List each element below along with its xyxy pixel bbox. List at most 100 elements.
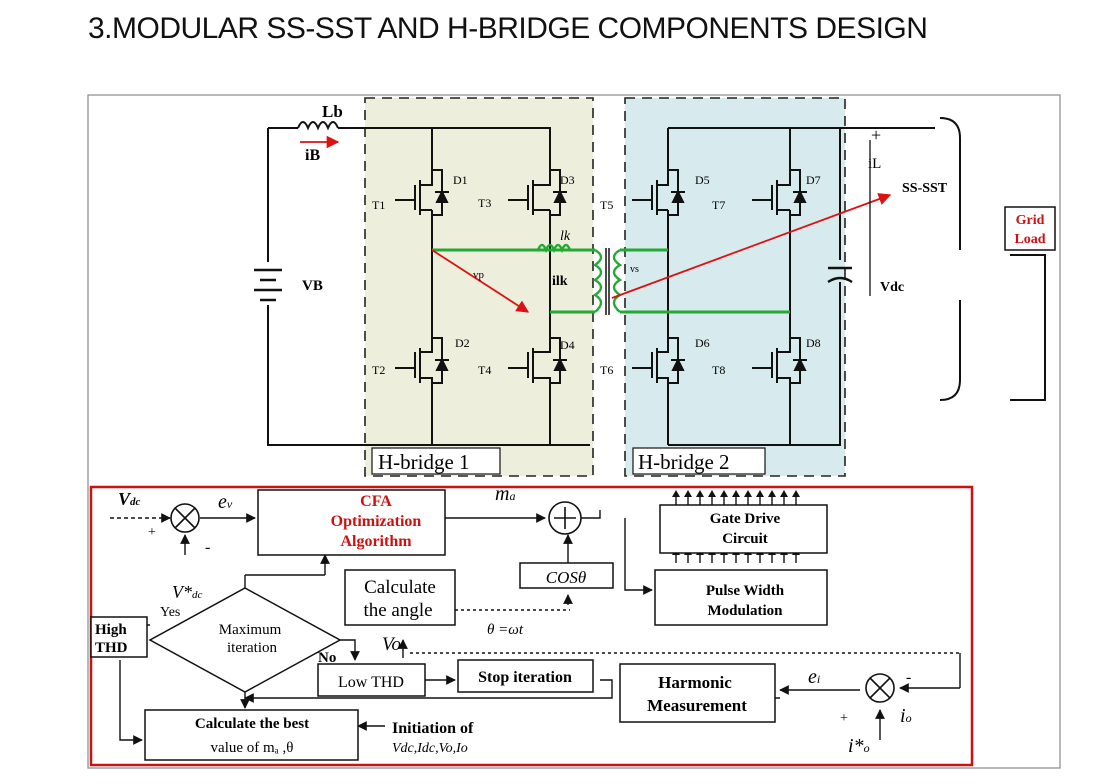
label-d2: D2 [455,336,470,350]
label-t4: T4 [478,363,491,377]
label-ib: iB [305,147,320,164]
cfa-box [257,489,446,556]
high-thd-line1: High [95,622,127,638]
grid-load-box [1004,206,1056,251]
gate-drive-line2: Circuit [722,531,768,547]
switch-t5 [632,160,685,216]
grid-load-line2: Load [1014,232,1045,247]
ctrl-vo: Vo [382,634,401,655]
ctrl-vdc-ref: V*dc [172,582,203,602]
ctrl-ev: ev [218,491,233,513]
switch-t8 [752,330,807,384]
power-circuit [254,117,1046,446]
label-t6: T6 [600,363,613,377]
stop-iteration-label: Stop iteration [478,669,572,686]
summing-junction-2 [865,673,895,703]
switch-t4 [508,330,567,384]
vp-arrow [431,249,530,313]
label-vb: VB [302,278,323,294]
pwm-line1: Pulse Width [706,583,785,599]
max-iteration-diamond [148,587,342,693]
gate-drive-arrows [675,495,797,563]
label-d5: D5 [695,173,710,187]
label-vs: vs [630,264,639,275]
label-d3: D3 [560,173,575,187]
switch-t3 [508,160,567,216]
grid-load-line1: Grid [1016,213,1045,228]
hbridge2-region [624,97,846,477]
label-t5: T5 [600,198,613,212]
calc-best-box [144,709,359,761]
pwm-line2: Modulation [707,603,783,619]
cfa-title: CFA [360,493,392,510]
switch-t2 [395,330,449,384]
leakage-inductor [536,243,572,254]
ctrl-no: No [318,650,336,666]
max-iteration-line2: iteration [227,640,277,656]
hbridge2-label: H-bridge 2 [638,450,730,474]
ctrl-init-line1: Initiation of [392,720,474,737]
switch-t6 [632,330,685,384]
label-t2: T2 [372,363,385,377]
label-t7: T7 [712,198,725,212]
switch-t1 [395,160,449,216]
hbridge1-region [364,97,594,477]
max-iteration-line1: Maximum [219,622,282,638]
calc-best-line1: Calculate the best [195,716,309,732]
label-vp: vp [473,269,485,281]
vs-arrow [611,193,892,299]
cfa-line3: Algorithm [340,533,412,550]
cos-box [519,562,614,589]
cos-label: COSθ [546,568,586,587]
ctrl-vdc: Vdc [118,489,141,509]
calc-best-line2: value of mₐ ,θ [211,740,294,756]
calc-angle-line2: the angle [363,600,432,621]
ctrl-io: io [900,705,912,727]
transformer-coils [592,248,623,315]
ctrl-ma: ma [495,483,515,505]
label-vdc: Vdc [880,280,904,295]
hbridge1-label: H-bridge 1 [378,450,470,474]
ctrl-io-ref: i*o [848,735,870,757]
label-t3: T3 [478,196,491,210]
label-d7: D7 [806,173,821,187]
ctrl-minus2: - [906,669,911,686]
label-t1: T1 [372,198,385,212]
high-thd-line2: THD [95,640,128,656]
ctrl-plus1: + [148,525,156,540]
multiplier-node [548,501,582,535]
label-d1: D1 [453,173,468,187]
low-thd-label: Low THD [338,674,404,691]
high-thd-box [90,616,148,658]
label-d4: D4 [560,338,575,352]
calc-angle-box [344,569,456,626]
ctrl-theta: θ =ωt [487,622,524,638]
page-title: 3.MODULAR SS-SST AND H-BRIDGE COMPONENTS… [88,12,928,45]
ctrl-init-line2: Vdc,Idc,Vo,Io [392,741,468,756]
gate-drive-box [659,504,828,554]
cfa-line2: Optimization [331,513,422,530]
diagram-frame [87,94,1061,769]
ctrl-ei: ei [808,666,820,688]
label-t8: T8 [712,363,725,377]
label-d6: D6 [695,336,710,350]
label-ilk: ilk [552,274,568,289]
label-lk: lk [560,229,571,244]
harmonic-box [619,663,776,723]
ctrl-minus1: - [205,539,210,556]
harmonic-line2: Measurement [647,696,747,715]
label-il: iL [868,156,881,172]
ctrl-yes: Yes [160,605,180,620]
label-plus-top: + [871,125,881,145]
summing-junction-1 [170,503,200,533]
low-thd-box [317,663,426,697]
transformer-wiring [432,248,790,314]
calc-angle-line1: Calculate [364,577,436,598]
switch-t7 [752,160,807,216]
label-ss-sst: SS-SST [902,181,948,196]
pwm-box [654,569,828,626]
label-d8: D8 [806,336,821,350]
harmonic-line1: Harmonic [658,673,732,692]
ctrl-plus2: + [840,711,848,726]
